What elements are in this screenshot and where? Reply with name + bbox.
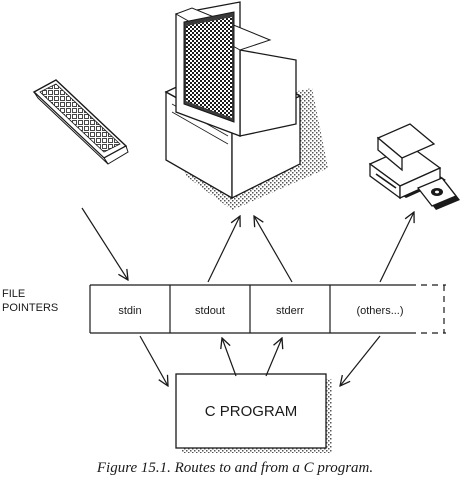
arrow-stdin-to-program: [139, 335, 168, 386]
c-program-label: C PROGRAM: [205, 403, 298, 420]
arrow-program-to-stderr: [265, 338, 282, 377]
arrow-others-to-program: [340, 335, 381, 386]
file-pointers-diagram: FILE POINTERS stdin stdout stderr (other…: [2, 1, 460, 453]
floppy-disk-icon: [416, 177, 460, 210]
stderr-label: stderr: [276, 305, 304, 317]
keyboard-icon: [32, 79, 129, 165]
c-program-box: [175, 373, 332, 453]
arrow-others-to-disk: [379, 212, 414, 283]
file-pointer-table: [89, 284, 446, 334]
arrow-stdout-to-monitor: [207, 216, 240, 283]
others-label: (others...): [356, 305, 403, 317]
disk-drive-icon: [368, 123, 446, 200]
stdout-label: stdout: [195, 305, 225, 317]
file-pointers-label: FILE POINTERS: [2, 288, 58, 314]
arrow-stderr-to-monitor: [254, 216, 293, 283]
figure-caption: Figure 15.1. Routes to and from a C prog…: [96, 460, 374, 476]
arrow-keyboard-to-stdin: [81, 207, 128, 280]
arrow-program-to-stdout: [222, 338, 237, 377]
monitor-icon: [164, 1, 328, 210]
stdin-label: stdin: [118, 305, 141, 317]
